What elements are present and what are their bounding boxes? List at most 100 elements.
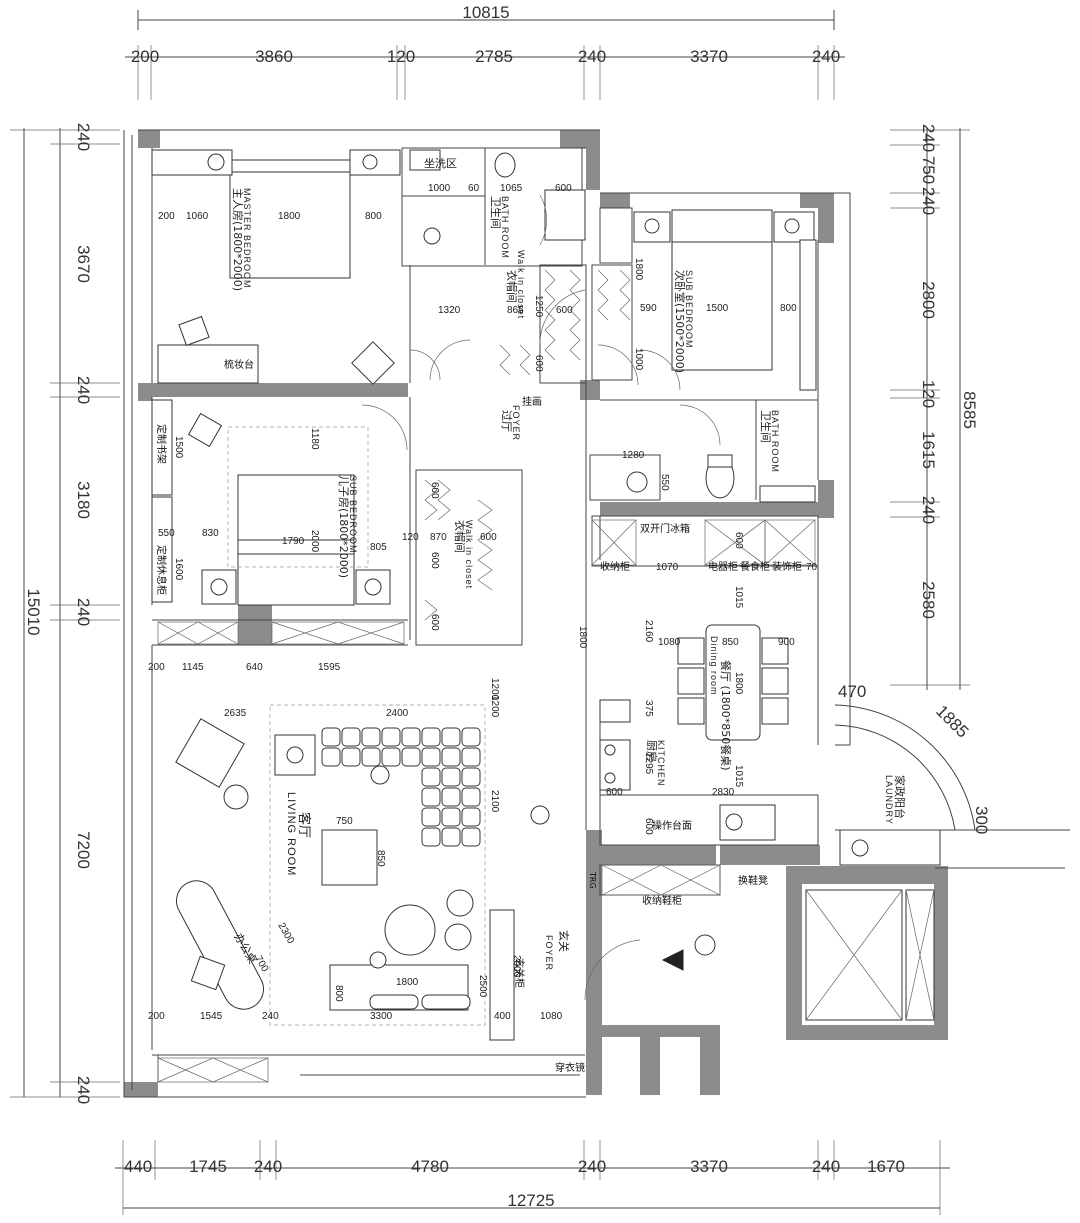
svg-text:400: 400	[494, 1011, 511, 1022]
master-bedroom-label: 主人房(1800*2000)	[231, 188, 244, 291]
mirror-label: 穿衣镜	[555, 1061, 585, 1074]
svg-text:1800: 1800	[733, 672, 744, 695]
svg-text:600: 600	[429, 552, 440, 569]
bottom-seg-2: 240	[254, 1157, 282, 1176]
top-total-dim: 10815	[462, 3, 509, 22]
custom-cabinet-label: 定制休息柜	[155, 545, 168, 595]
top-seg-3: 2785	[475, 47, 513, 66]
interior-dimensions: 200 1060 1800 800 1000 60 1065 600 1320 …	[148, 183, 818, 1022]
closet-hangers	[499, 269, 631, 376]
svg-text:300: 300	[972, 806, 991, 834]
right-seg-1: 750	[919, 156, 938, 184]
kids-closet-label: 衣帽间	[453, 520, 467, 553]
master-bed	[229, 159, 351, 279]
bottom-dimensions: 440 1745 240 4780 240 3370 240 1670 1272…	[115, 1140, 950, 1215]
svg-text:2300: 2300	[275, 921, 296, 946]
svg-text:1295: 1295	[643, 752, 654, 775]
left-seg-3: 3180	[74, 481, 93, 519]
svg-text:550: 550	[158, 528, 175, 539]
svg-text:1800: 1800	[396, 977, 419, 988]
top-seg-2: 120	[387, 47, 415, 66]
svg-text:1080: 1080	[658, 637, 681, 648]
svg-text:1500: 1500	[706, 303, 729, 314]
decor-figures	[369, 227, 743, 971]
bath-room2-label-en: BATH ROOM	[770, 410, 780, 473]
fixture-labels: 梳妆台 挂画 定制书架 定制休息柜 双开门冰箱 收纳柜 电器柜 餐食柜 装饰柜 …	[155, 358, 802, 1074]
walk-in-closet-label-en: Walk in closet	[516, 250, 526, 319]
svg-text:600: 600	[606, 787, 623, 798]
svg-text:200: 200	[158, 211, 175, 222]
svg-text:1070: 1070	[656, 562, 679, 573]
hanging-label: 挂画	[522, 395, 542, 408]
bottom-seg-6: 240	[812, 1157, 840, 1176]
svg-text:70: 70	[806, 562, 818, 573]
svg-text:60: 60	[468, 183, 480, 194]
vanity-table	[157, 344, 259, 384]
sub-bedroom-bed	[671, 239, 773, 371]
top-seg-6: 240	[812, 47, 840, 66]
kitchen-label-en: KITCHEN	[656, 740, 666, 787]
counter-label: 操作台面	[652, 819, 692, 832]
svg-text:1060: 1060	[186, 211, 209, 222]
svg-text:1200: 1200	[489, 695, 500, 718]
walk-in-closet-label: 衣帽间	[505, 270, 519, 303]
furniture	[151, 149, 1070, 1083]
svg-text:200: 200	[148, 662, 165, 673]
bottom-total-dim: 12725	[507, 1191, 554, 1210]
svg-text:850: 850	[375, 850, 386, 867]
svg-text:850: 850	[722, 637, 739, 648]
right-dimensions: 240 750 240 2800 120 1615 240 2580 8585	[890, 124, 979, 690]
wash-zone-label: 坐洗区	[424, 157, 457, 170]
doors	[361, 194, 721, 1001]
svg-text:1080: 1080	[540, 1011, 563, 1022]
svg-text:800: 800	[333, 985, 344, 1002]
custom-bookcase-label: 定制书架	[155, 424, 168, 464]
foyer-entry-label-en: FOYER	[544, 935, 554, 971]
svg-text:240: 240	[262, 1011, 279, 1022]
svg-text:830: 830	[202, 528, 219, 539]
bottom-seg-0: 440	[124, 1157, 152, 1176]
top-seg-4: 240	[578, 47, 606, 66]
master-bedroom-label-en: MASTER BEDROOM	[242, 188, 252, 289]
svg-text:3300: 3300	[370, 1011, 393, 1022]
right-seg-0: 240	[919, 124, 938, 152]
svg-text:2000: 2000	[309, 530, 320, 553]
svg-text:1180: 1180	[309, 428, 320, 450]
sub-bedroom-label-en: SUB BEDROOM	[684, 270, 694, 349]
left-seg-4: 240	[74, 598, 93, 626]
entry-cabinet-label: 玄关柜	[513, 958, 526, 988]
foyer-top-label-en: FOYER	[511, 405, 521, 441]
dining-label-en: Dining room	[709, 636, 719, 696]
foyer-entry-label: 玄关	[557, 930, 571, 952]
svg-text:2000: 2000	[511, 955, 522, 978]
svg-text:2635: 2635	[224, 708, 247, 719]
svg-text:1595: 1595	[318, 662, 341, 673]
sub-bedroom-label: 次卧室(1500*2000)	[673, 270, 687, 373]
svg-text:1145: 1145	[182, 662, 204, 673]
svg-text:600: 600	[480, 532, 497, 543]
svg-text:1000: 1000	[633, 348, 644, 371]
dining-label: 餐厅 (1800*850餐桌)	[719, 660, 733, 771]
top-seg-0: 200	[131, 47, 159, 66]
right-seg-5: 1615	[919, 431, 938, 469]
top-seg-1: 3860	[255, 47, 293, 66]
right-seg-2: 240	[919, 187, 938, 215]
svg-text:200: 200	[148, 1011, 165, 1022]
right-seg-7: 2580	[919, 581, 938, 619]
svg-text:1200: 1200	[489, 678, 500, 701]
foyer-top-label: 过厅	[500, 410, 513, 432]
svg-text:1885: 1885	[932, 701, 972, 741]
svg-text:120: 120	[402, 532, 419, 543]
kids-room-label-en: SUB BEDROOM	[348, 475, 358, 554]
svg-text:600: 600	[555, 183, 572, 194]
svg-text:1800: 1800	[577, 626, 588, 649]
balcony-dimensions: 470 1885 300	[838, 682, 991, 834]
svg-text:1015: 1015	[733, 765, 744, 788]
master-bath-label-en: BATH ROOM	[500, 196, 510, 259]
svg-text:1250: 1250	[533, 295, 544, 318]
svg-text:640: 640	[246, 662, 263, 673]
bottom-seg-7: 1670	[867, 1157, 905, 1176]
svg-text:1015: 1015	[733, 586, 744, 609]
svg-text:550: 550	[659, 474, 670, 491]
left-dimensions: 240 3670 240 3180 240 7200 240 15010	[10, 123, 120, 1104]
